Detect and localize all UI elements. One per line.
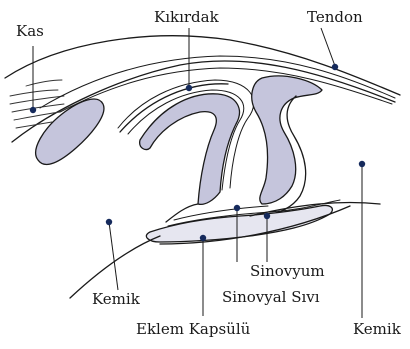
label-kas: Kas [16, 22, 44, 40]
label-eklem-kapsulu: Eklem Kapsülü [136, 320, 251, 338]
marker-kas [30, 107, 36, 113]
cartilage-right [252, 76, 322, 204]
marker-sinovyum [234, 205, 240, 211]
joint-capsule [146, 205, 332, 242]
label-kemik-right: Kemik [353, 320, 402, 338]
marker-eklem-kapsulu [200, 235, 206, 241]
muscle-fiber [14, 112, 60, 120]
leader-kemik-left [109, 222, 118, 290]
muscle-fiber [10, 90, 58, 96]
bone-left-neck [166, 204, 198, 222]
muscle-fiber [16, 122, 52, 128]
muscle-fiber [12, 104, 64, 112]
muscle-belly [36, 99, 104, 164]
label-sinovyal-sivi: Sinovyal Sıvı [222, 288, 320, 306]
label-kemik-left: Kemik [92, 290, 141, 308]
marker-tendon [332, 64, 338, 70]
marker-kikirdak [186, 85, 192, 91]
marker-kemik-left [106, 219, 112, 225]
marker-sinovyal-sivi [264, 213, 270, 219]
label-sinovyum: Sinovyum [250, 262, 325, 280]
leader-tendon [321, 28, 335, 66]
muscle-fiber [10, 96, 64, 104]
label-tendon: Tendon [307, 8, 363, 26]
label-kikirdak: Kıkırdak [154, 8, 220, 26]
marker-kemik-right [359, 161, 365, 167]
muscle-fiber [26, 80, 62, 86]
tendon-outer-edge [5, 36, 400, 95]
